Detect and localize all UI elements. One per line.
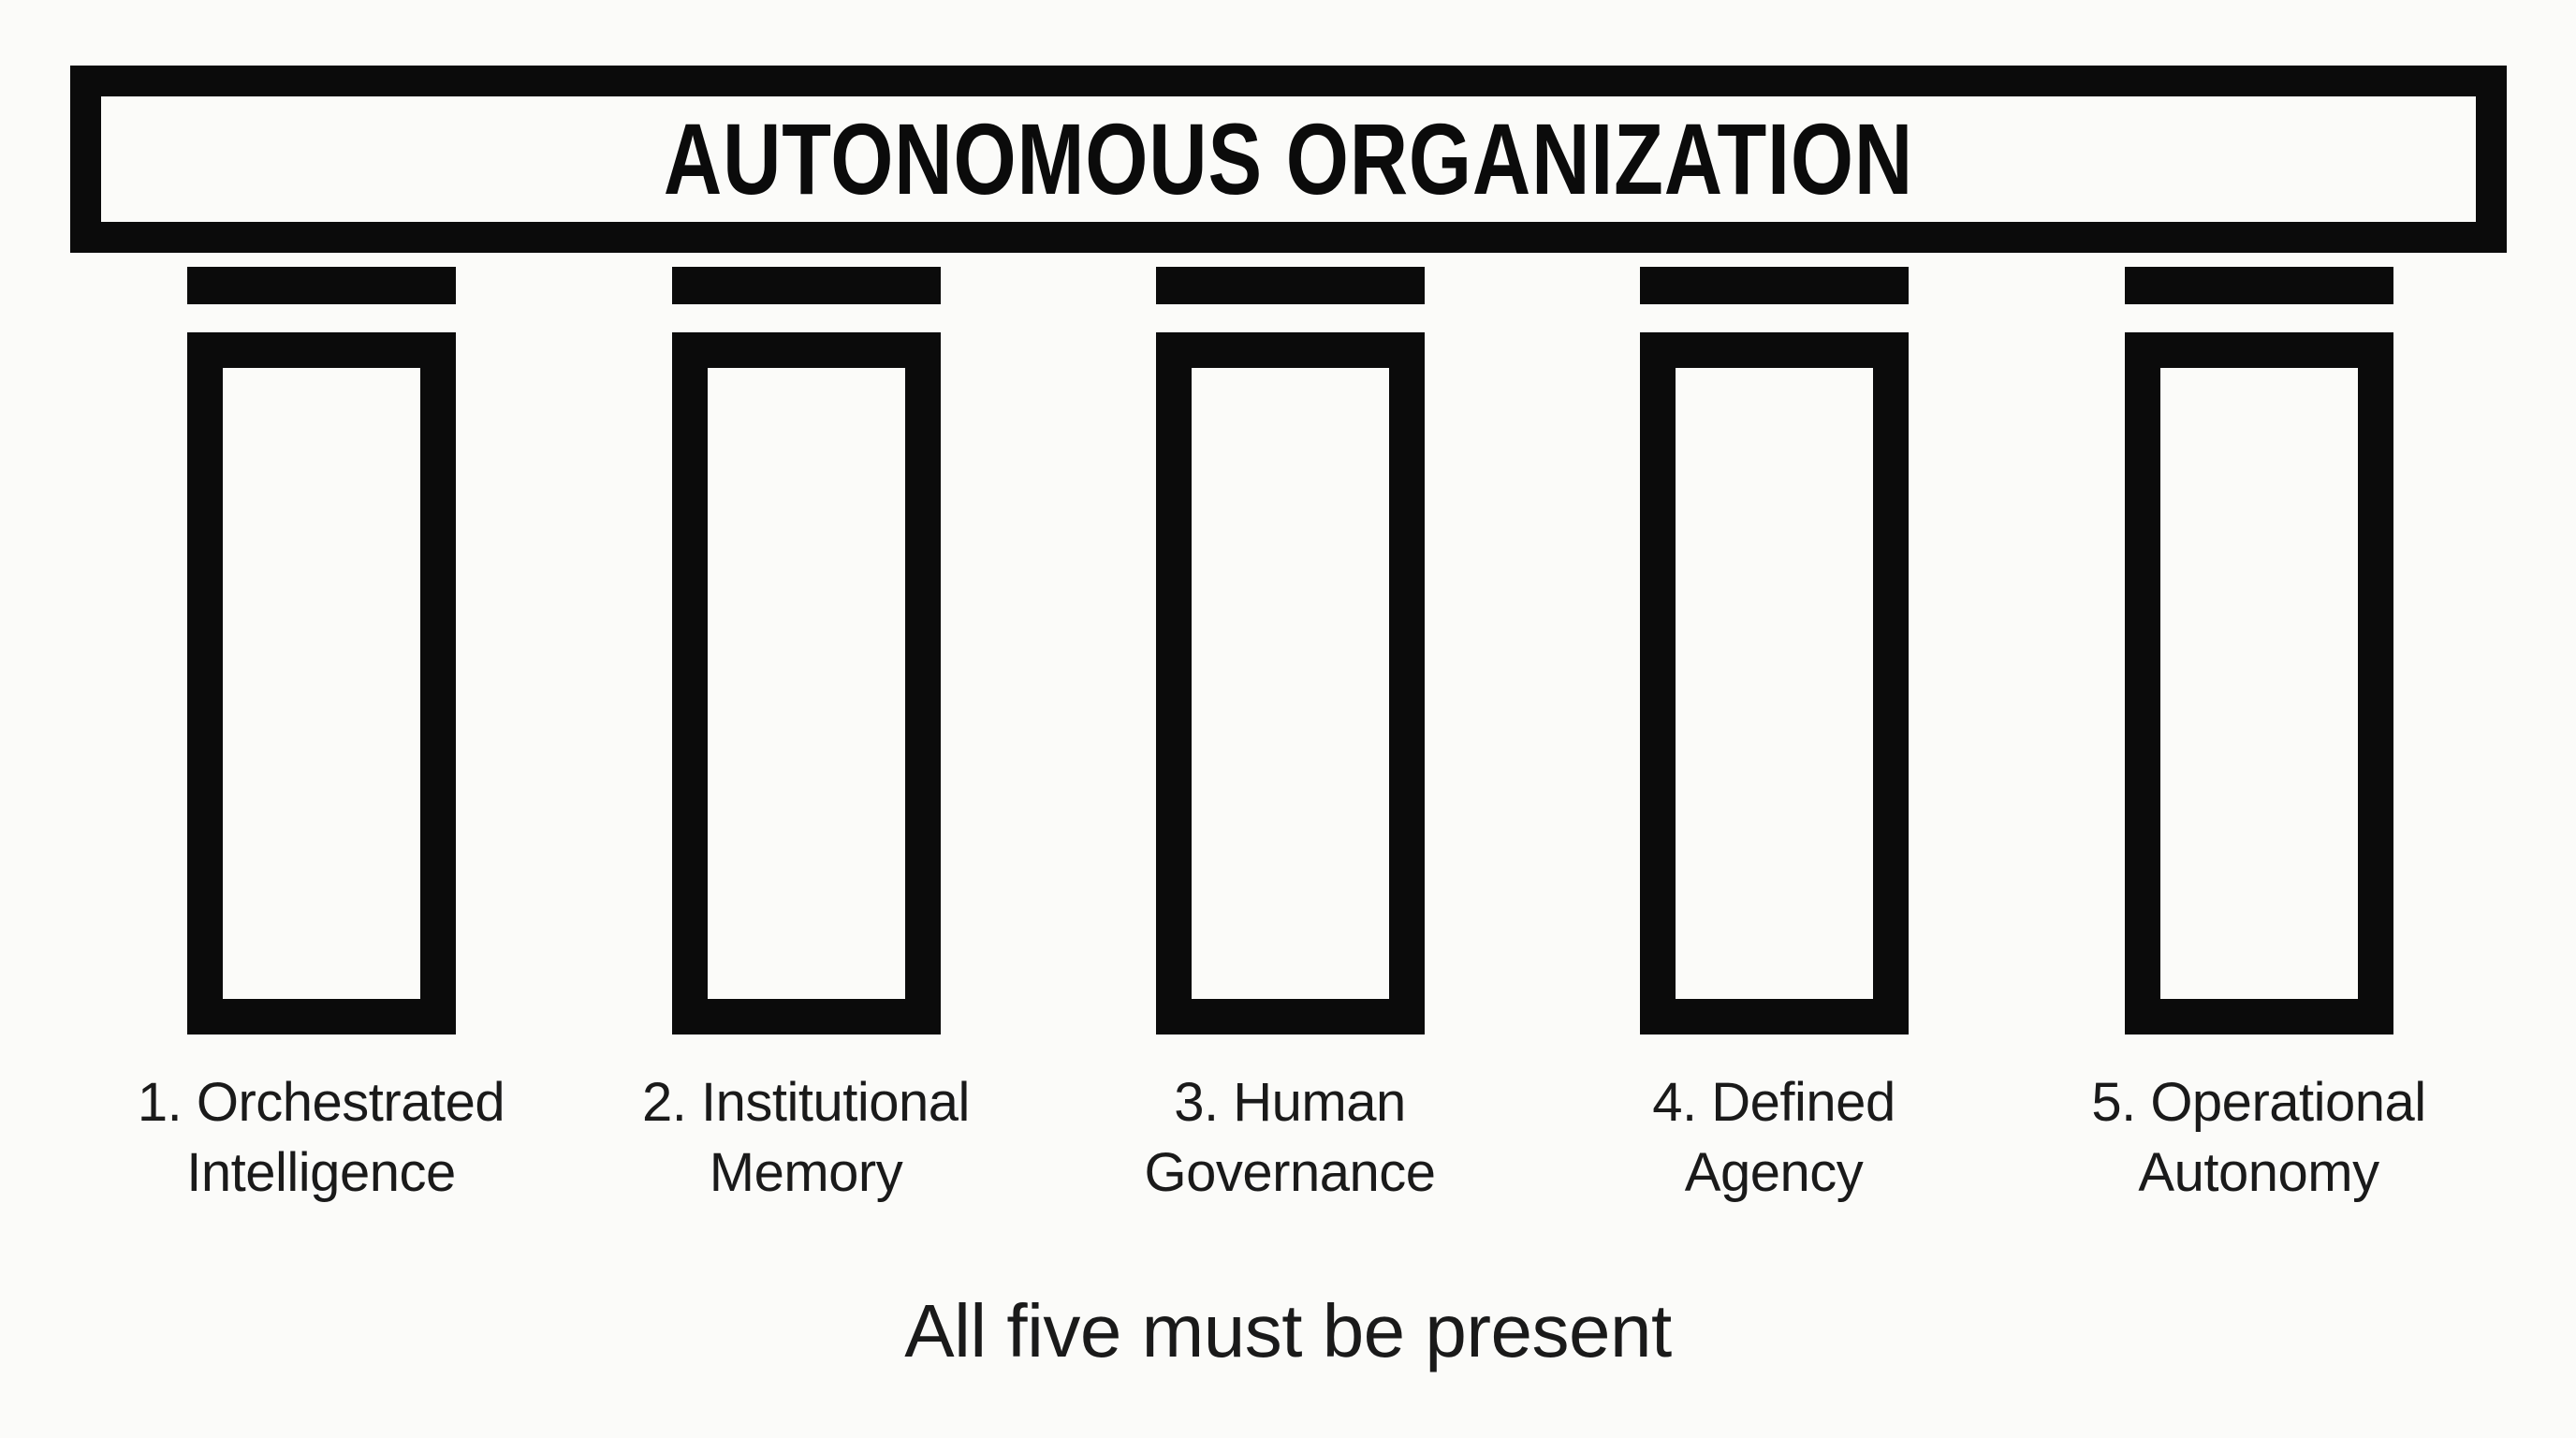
pillar-shaft-4 [1640,332,1909,1034]
pillar-label-2-line1: 2. Institutional [642,1072,970,1133]
pillar-label-3-line2: Governance [1144,1142,1436,1204]
pillar-label-5-line1: 5. Operational [2091,1072,2426,1133]
pillar-shaft-5 [2125,332,2393,1034]
pillar-capital-2 [672,267,941,304]
pillar-label-1: 1. Orchestrated Intelligence [101,1067,541,1209]
footer-note: All five must be present [904,1289,1672,1372]
pillar-label-3: 3. Human Governance [1070,1067,1510,1209]
header-frame: AUTONOMOUS ORGANIZATION [70,66,2507,253]
pillar-capital-3 [1156,267,1425,304]
pillar-label-4-line1: 4. Defined [1652,1072,1895,1133]
pillar-capital-5 [2125,267,2393,304]
pillar-label-2: 2. Institutional Memory [586,1067,1026,1209]
pillar-label-4-line2: Agency [1684,1142,1864,1204]
pillar-capital-1 [187,267,456,304]
pillar-label-2-line2: Memory [709,1142,903,1204]
pillar-label-1-line2: Intelligence [186,1142,456,1204]
pillar-label-3-line1: 3. Human [1174,1072,1406,1133]
pillar-shaft-3 [1156,332,1425,1034]
pillar-label-5: 5. Operational Autonomy [2039,1067,2479,1209]
pillar-label-4: 4. Defined Agency [1554,1067,1994,1209]
pillar-shaft-1 [187,332,456,1034]
pillar-label-1-line1: 1. Orchestrated [137,1072,505,1133]
pillar-capital-4 [1640,267,1909,304]
pillar-label-5-line2: Autonomy [2138,1142,2379,1204]
pillar-shaft-2 [672,332,941,1034]
page-title: AUTONOMOUS ORGANIZATION [663,102,1914,215]
